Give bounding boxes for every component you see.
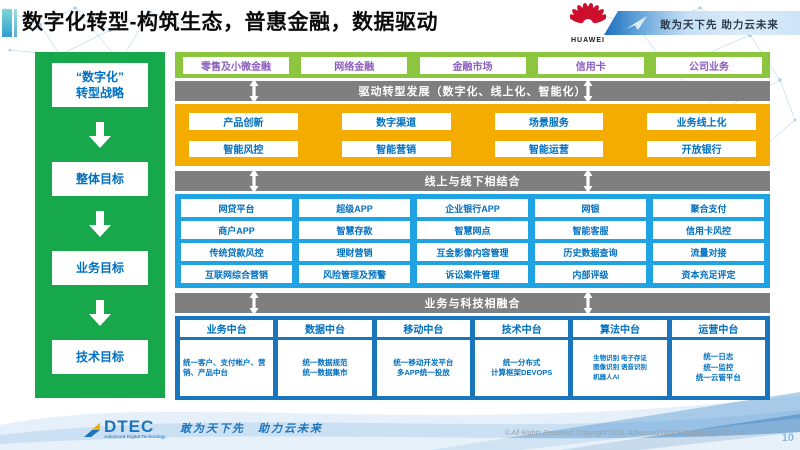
- strategy-step-technology-goal: 技术目标: [52, 340, 148, 374]
- footer: DTEC Advanced Digital Technology 敢为天下先 助…: [0, 404, 800, 450]
- capability-business-online: 业务线上化: [647, 113, 756, 130]
- strategy-step-digital-strategy: “数字化” 转型战略: [52, 63, 148, 107]
- banner-label: 线上与线下相结合: [424, 176, 521, 188]
- platform-header: 运营中台: [671, 320, 765, 337]
- capability-product-innovation: 产品创新: [189, 113, 298, 130]
- platform-body: 生物识别 电子存证 图像识别 语音识别 机器人AI: [573, 340, 667, 396]
- page-number: 10: [781, 432, 794, 444]
- huawei-brand-label: HUAWEI: [571, 37, 605, 44]
- business-line-credit-card: 信用卡: [537, 56, 644, 74]
- strategy-sidebar: “数字化” 转型战略 整体目标 业务目标 技术目标: [35, 52, 165, 398]
- banner-online-offline: 线上与线下相结合: [175, 169, 770, 193]
- app-cell: 历史数据查询: [535, 243, 646, 261]
- app-cell: 内部评级: [535, 265, 646, 283]
- platform-technology-middle: 技术中台 统一分布式 计算框架DEVOPS: [475, 320, 569, 396]
- app-cell: 风险管理及预警: [299, 265, 410, 283]
- app-cell: 传统贷款风控: [181, 243, 292, 261]
- adtec-logo-icon: [84, 423, 100, 437]
- platform-business-middle: 业务中台 统一客户、支付帐户、营销、产品中台: [180, 320, 274, 396]
- strategy-step-overall-goal: 整体目标: [52, 162, 148, 196]
- app-cell: 智慧网点: [417, 221, 528, 239]
- platforms-panel: 业务中台 统一客户、支付帐户、营销、产品中台 数据中台 统一数据规范 统一数据集…: [175, 316, 770, 400]
- capability-scenario-services: 场景服务: [494, 113, 604, 130]
- app-cell: 聚合支付: [653, 199, 764, 217]
- business-line-financial-market: 金融市场: [419, 56, 526, 74]
- header-ribbon: 敢为天下先 助力云未来: [604, 11, 800, 35]
- platform-header: 业务中台: [180, 320, 274, 337]
- app-cell: 理财营销: [299, 243, 410, 261]
- header: 数字化转型-构筑生态，普惠金融，数据驱动 HUAWEI: [0, 0, 800, 48]
- platform-body: 统一移动开发平台 多APP统一投放: [376, 340, 470, 396]
- app-cell: 互金影像内容管理: [417, 243, 528, 261]
- app-cell: 网贷平台: [181, 199, 292, 217]
- business-line-internet-finance: 网络金融: [301, 56, 408, 74]
- capability-smart-risk-control: 智能风控: [189, 140, 298, 157]
- huawei-flower-icon: [568, 3, 608, 24]
- app-cell: 互联网综合营销: [181, 265, 292, 283]
- down-arrow-icon: [89, 299, 111, 326]
- up-down-arrow-icon: [583, 291, 593, 315]
- app-cell: 信用卡风控: [653, 221, 764, 239]
- banner-label: 驱动转型发展（数字化、线上化、智能化）: [358, 86, 587, 98]
- ribbon-slogan: 敢为天下先 助力云未来: [660, 19, 779, 31]
- platform-operations-middle: 运营中台 统一日志 统一监控 统一云管平台: [671, 320, 765, 396]
- app-cell: 网银: [535, 199, 646, 217]
- banner-business-technology: 业务与科技相融合: [175, 291, 770, 315]
- applications-column-1: 网贷平台 商户APP 传统贷款风控 互联网综合营销: [181, 199, 292, 283]
- platform-body: 统一日志 统一监控 统一云管平台: [671, 340, 765, 396]
- platform-header: 数据中台: [278, 320, 372, 337]
- platform-header: 移动中台: [376, 320, 470, 337]
- footer-slogan: 敢为天下先 助力云未来: [180, 423, 323, 435]
- adtec-logo-text: DTEC: [104, 417, 155, 437]
- capability-smart-operations: 智能运营: [494, 140, 604, 157]
- app-cell: 智能客服: [535, 221, 646, 239]
- title-accent-bars: [2, 9, 17, 37]
- up-down-arrow-icon: [583, 169, 593, 193]
- platform-mobile-middle: 移动中台 统一移动开发平台 多APP统一投放: [376, 320, 470, 396]
- strategy-step-business-goal: 业务目标: [52, 251, 148, 285]
- adtec-logo: DTEC Advanced Digital Technology: [84, 418, 166, 441]
- applications-column-5: 聚合支付 信用卡风控 流量对接 资本充足评定: [653, 199, 764, 283]
- platform-data-middle: 数据中台 统一数据规范 统一数据集市: [278, 320, 372, 396]
- applications-column-3: 企业银行APP 智慧网点 互金影像内容管理 诉讼案件管理: [417, 199, 528, 283]
- business-lines-panel: 零售及小微金融 网络金融 金融市场 信用卡 公司业务: [175, 52, 770, 78]
- capability-open-banking: 开放银行: [647, 140, 756, 157]
- app-cell: 流量对接: [653, 243, 764, 261]
- diagram-content: 零售及小微金融 网络金融 金融市场 信用卡 公司业务 驱动转型发展（数字化、线上…: [175, 52, 770, 400]
- up-down-arrow-icon: [583, 79, 593, 103]
- copyright-text: © All Rights Reserved. Copyright 2019, A…: [504, 430, 744, 437]
- app-cell: 超级APP: [299, 199, 410, 217]
- app-cell: 资本充足评定: [653, 265, 764, 283]
- down-arrow-icon: [89, 210, 111, 237]
- down-arrow-icon: [89, 121, 111, 148]
- app-cell: 企业银行APP: [417, 199, 528, 217]
- platform-algorithm-middle: 算法中台 生物识别 电子存证 图像识别 语音识别 机器人AI: [573, 320, 667, 396]
- capability-digital-channels: 数字渠道: [341, 113, 451, 130]
- platform-body: 统一数据规范 统一数据集市: [278, 340, 372, 396]
- applications-column-4: 网银 智能客服 历史数据查询 内部评级: [535, 199, 646, 283]
- business-line-retail: 零售及小微金融: [183, 56, 289, 74]
- banner-drive-transformation: 驱动转型发展（数字化、线上化、智能化）: [175, 79, 770, 103]
- up-down-arrow-icon: [249, 79, 259, 103]
- app-cell: 诉讼案件管理: [417, 265, 528, 283]
- applications-panel: 网贷平台 商户APP 传统贷款风控 互联网综合营销 超级APP 智慧存款 理财营…: [175, 194, 770, 288]
- platform-header: 算法中台: [573, 320, 667, 337]
- platform-body: 统一客户、支付帐户、营销、产品中台: [180, 340, 274, 396]
- app-cell: 智慧存款: [299, 221, 410, 239]
- app-cell: 商户APP: [181, 221, 292, 239]
- capabilities-panel: 产品创新 数字渠道 场景服务 业务线上化 智能风控 智能营销 智能运营 开放银行: [175, 104, 770, 166]
- paper-plane-icon: [626, 16, 647, 30]
- banner-label: 业务与科技相融合: [424, 298, 521, 310]
- page-title: 数字化转型-构筑生态，普惠金融，数据驱动: [22, 11, 438, 34]
- main-diagram: “数字化” 转型战略 整体目标 业务目标 技术目标 零售及小微金融 网络金融 金…: [35, 52, 770, 400]
- capability-smart-marketing: 智能营销: [341, 140, 451, 157]
- business-line-corporate: 公司业务: [656, 56, 762, 74]
- platform-header: 技术中台: [475, 320, 569, 337]
- up-down-arrow-icon: [249, 291, 259, 315]
- applications-column-2: 超级APP 智慧存款 理财营销 风险管理及预警: [299, 199, 410, 283]
- platform-body: 统一分布式 计算框架DEVOPS: [475, 340, 569, 396]
- adtec-logo-subtext: Advanced Digital Technology: [104, 435, 166, 441]
- up-down-arrow-icon: [249, 169, 259, 193]
